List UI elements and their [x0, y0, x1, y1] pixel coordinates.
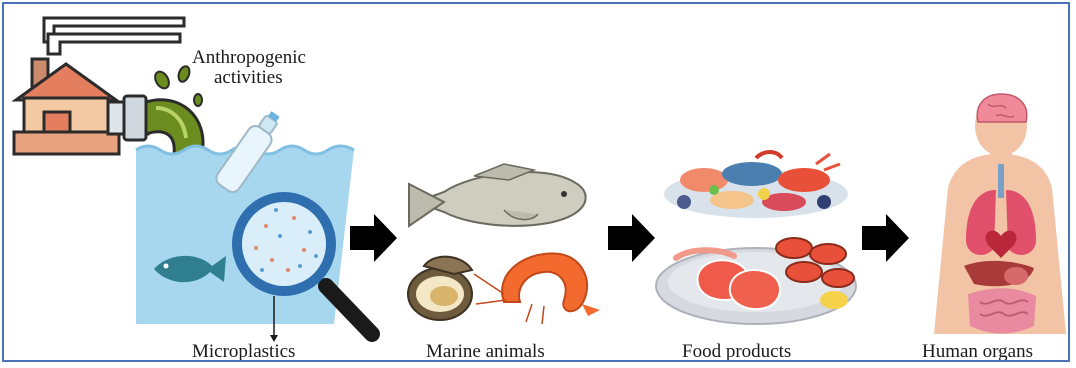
diagram-frame: Anthropogenic activities Microplastics M… — [2, 2, 1070, 362]
human-organs-label: Human organs — [922, 342, 1033, 362]
flow-arrow-1 — [350, 214, 397, 262]
liver-stomach-icon — [964, 261, 1034, 286]
clam-icon — [408, 257, 472, 320]
flow-arrow-2 — [608, 214, 655, 262]
microplastics-label: Microplastics — [192, 342, 295, 362]
cod-fish-icon — [409, 164, 586, 226]
flow-arrow-3 — [862, 214, 909, 262]
fish-steak-plate-icon — [656, 238, 856, 324]
anthropogenic-label-line1: Anthropogenic — [192, 48, 306, 68]
anthropogenic-label-line2: activities — [192, 68, 306, 88]
food-products-label: Food products — [682, 342, 791, 362]
intestines-icon — [968, 288, 1036, 333]
shrimp-icon — [474, 254, 600, 324]
marine-animals-label: Marine animals — [426, 342, 545, 362]
seafood-platter-icon — [664, 152, 848, 218]
anthropogenic-label: Anthropogenic activities — [192, 48, 306, 88]
brain-icon — [977, 94, 1027, 122]
